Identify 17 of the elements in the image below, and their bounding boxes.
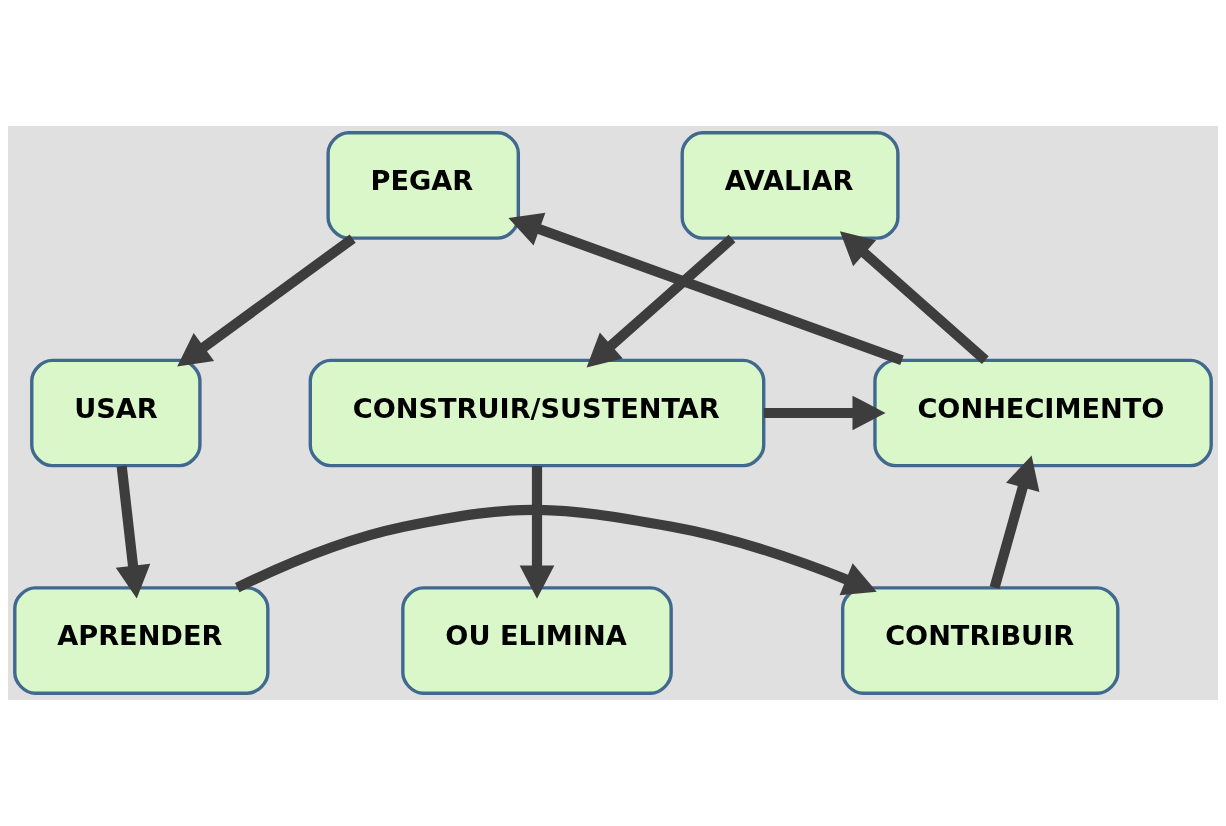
node-box: CONHECIMENTO <box>873 358 1213 468</box>
node-box: OU ELIMINA <box>401 586 673 695</box>
arrow <box>763 395 886 431</box>
node-box: CONTRIBUIR <box>840 586 1120 695</box>
node-box: AVALIAR <box>680 131 900 240</box>
arrow <box>115 465 151 599</box>
arrow <box>586 234 736 368</box>
arrow <box>519 466 555 599</box>
arrow <box>839 231 989 364</box>
node-box: USAR <box>30 358 202 468</box>
arrow <box>989 455 1040 590</box>
arrow <box>235 504 877 596</box>
node-box: CONSTRUIR/SUSTENTAR <box>308 358 766 468</box>
node-box: APRENDER <box>13 586 270 695</box>
arrow <box>177 234 356 367</box>
node-box: PEGAR <box>326 131 521 240</box>
arrow <box>508 212 904 366</box>
